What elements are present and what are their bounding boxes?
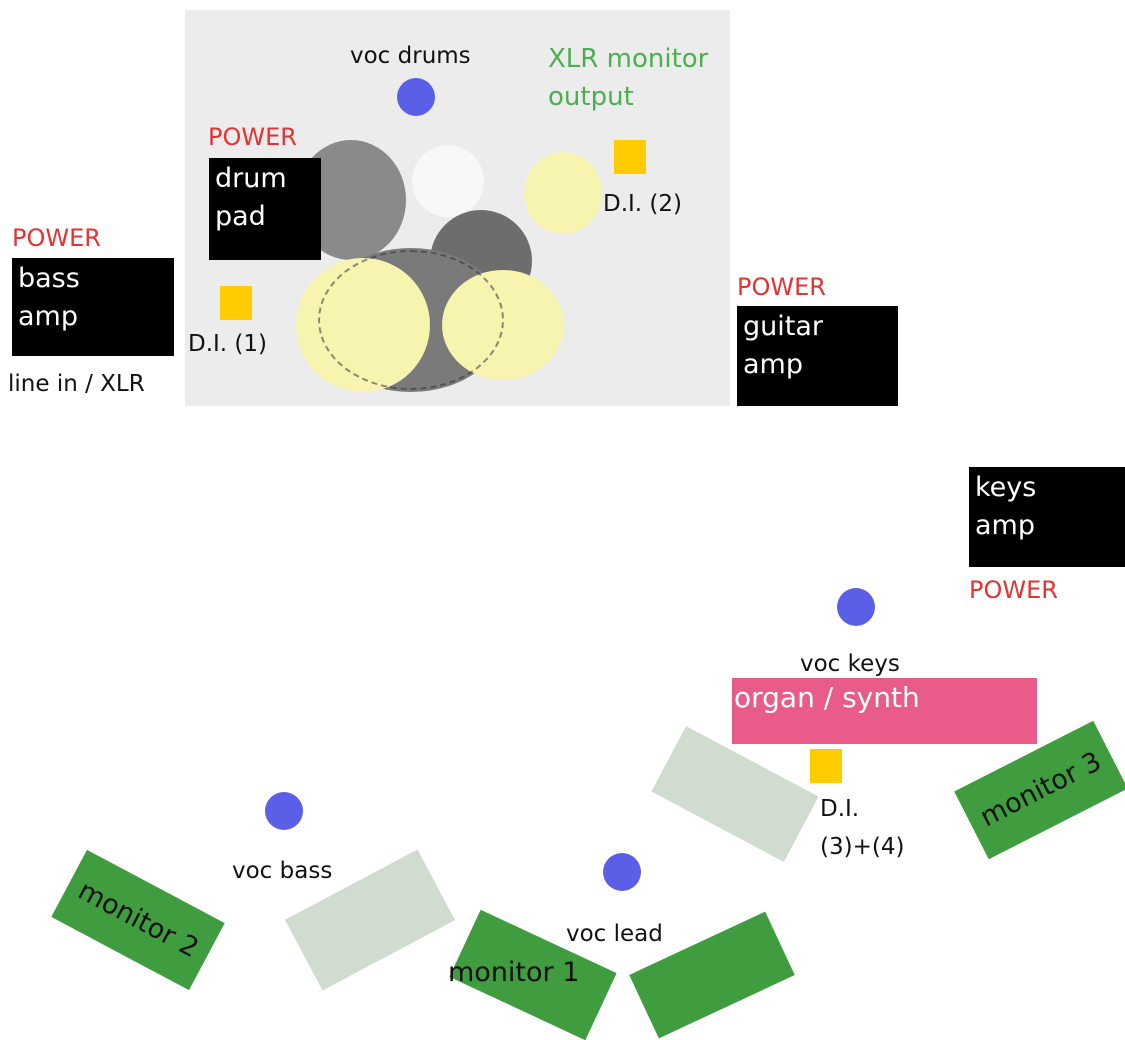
voc-bass-label: voc bass (232, 858, 333, 884)
splash-cymbal (524, 152, 602, 234)
voc-lead-label: voc lead (566, 921, 663, 947)
di-1-label: D.I. (1) (188, 331, 268, 357)
guitar-amp-power: POWER (737, 273, 826, 301)
drum-pad: drum pad (209, 158, 321, 260)
drum-pad-power: POWER (208, 123, 297, 151)
crash-cymbal (412, 145, 484, 217)
xlr-monitor-output-label: XLR monitor output (548, 44, 709, 112)
voc-lead-mic (603, 853, 641, 891)
organ-synth: organ / synth (732, 678, 1037, 744)
monitor-1-label: monitor 1 (448, 957, 580, 988)
di-2-label: D.I. (2) (603, 191, 683, 217)
di-34-label: D.I. (3)+(4) (820, 796, 905, 860)
pale-monitor-right (651, 726, 819, 862)
voc-drums-label: voc drums (350, 43, 471, 69)
guitar-amp: guitar amp (737, 306, 898, 406)
voc-drums-mic (397, 78, 435, 116)
monitor-2: monitor 2 (51, 849, 225, 991)
di-2-box (614, 140, 646, 174)
di-34-box (810, 749, 842, 783)
bass-amp: bass amp (12, 258, 174, 356)
monitor-2-label: monitor 2 (72, 875, 204, 965)
bass-amp-input-label: line in / XLR (8, 371, 145, 397)
keys-amp: keys amp (969, 467, 1125, 567)
bass-amp-power: POWER (12, 224, 101, 252)
voc-keys-label: voc keys (800, 651, 900, 677)
di-1-box (220, 286, 252, 320)
voc-bass-mic (265, 792, 303, 830)
bass-drum-outline (318, 250, 504, 390)
voc-keys-mic (837, 588, 875, 626)
monitor-3-label: monitor 3 (975, 745, 1107, 834)
keys-amp-power: POWER (969, 576, 1058, 604)
